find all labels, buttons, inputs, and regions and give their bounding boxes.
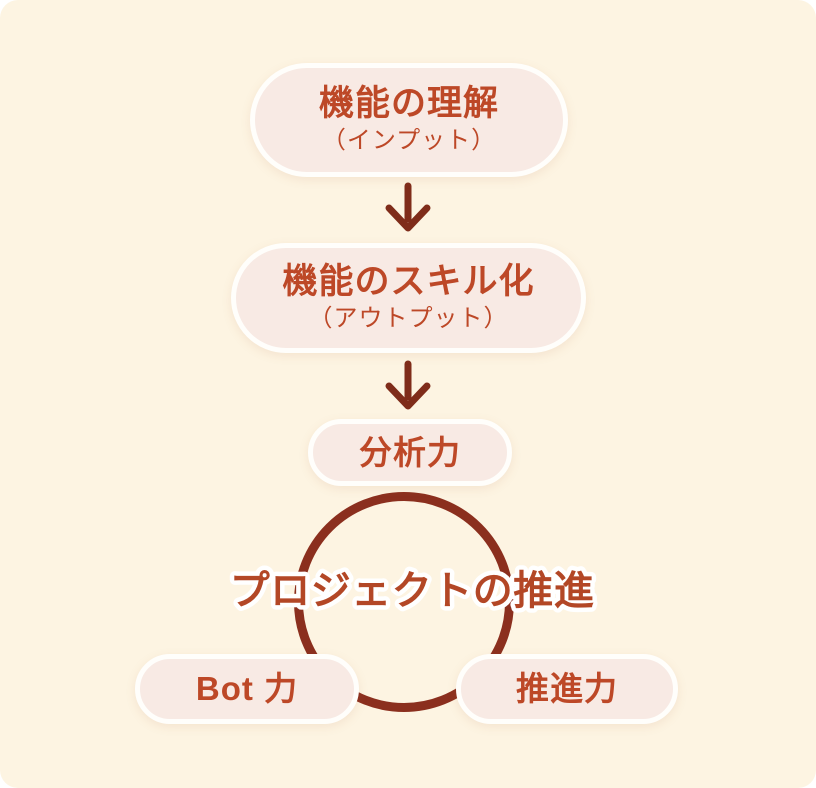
step-input-pill: 機能の理解 （インプット） xyxy=(250,63,568,177)
drive-power-label: 推進力 xyxy=(516,670,618,708)
cycle-label-layer: プロジェクトの推進 xyxy=(225,565,598,618)
bot-power-label: Bot 力 xyxy=(195,670,299,708)
analysis-power-pill: 分析力 xyxy=(308,419,512,486)
down-arrow-icon xyxy=(385,360,431,410)
analysis-power-label: 分析力 xyxy=(359,433,461,471)
cycle-label: プロジェクトの推進 xyxy=(230,569,595,613)
step-input-title: 機能の理解 xyxy=(318,84,499,124)
step-input-subtitle: （インプット） xyxy=(321,126,497,154)
down-arrow-icon xyxy=(385,182,431,232)
step-output-subtitle: （アウトプット） xyxy=(308,304,509,332)
drive-power-pill: 推進力 xyxy=(456,654,678,724)
cycle-ring xyxy=(294,492,514,712)
step-output-title: 機能のスキル化 xyxy=(282,262,535,302)
bot-power-pill: Bot 力 xyxy=(135,654,359,724)
step-output-pill: 機能のスキル化 （アウトプット） xyxy=(231,243,586,353)
